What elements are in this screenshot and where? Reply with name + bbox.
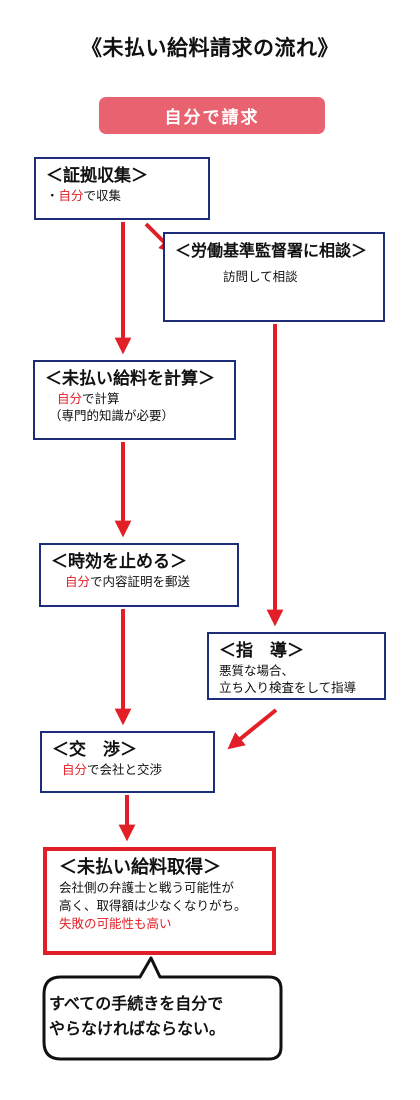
step-heading: ＜証拠収集＞ bbox=[46, 166, 148, 186]
step-obtain-wages: ＜未払い給料取得＞ 会社側の弁護士と戦う可能性が 高く、取得額は少なくなりがち。… bbox=[43, 847, 276, 955]
step-calculate: ＜未払い給料を計算＞ 自分で計算 （専門的知識が必要） bbox=[33, 360, 236, 440]
callout-line: やらなければならない。 bbox=[49, 1019, 226, 1038]
callout-text: すべての手続きを自分で やらなければならない。 bbox=[49, 991, 289, 1041]
step-guidance: ＜指 導＞ 悪質な場合、 立ち入り検査をして指導 bbox=[207, 632, 386, 700]
step-detail: ・自分で収集 bbox=[46, 187, 200, 204]
self-emphasis: 自分 bbox=[58, 188, 84, 203]
step-heading: ＜指 導＞ bbox=[219, 641, 304, 661]
step-collect-evidence: ＜証拠収集＞ ・自分で収集 bbox=[34, 157, 210, 220]
self-claim-badge: 自分で請求 bbox=[99, 97, 325, 134]
step-heading: ＜労働基準監督署に相談＞ bbox=[175, 241, 368, 260]
detail-text: で内容証明を郵送 bbox=[90, 574, 191, 589]
self-emphasis: 自分 bbox=[65, 574, 91, 589]
self-emphasis: 自分 bbox=[57, 391, 83, 406]
page-title: 《未払い給料請求の流れ》 bbox=[81, 36, 339, 60]
step-labor-office: ＜労働基準監督署に相談＞ 訪問して相談 bbox=[163, 232, 385, 322]
step-detail: 高く、取得額は少なくなりがち。 bbox=[59, 898, 247, 913]
step-detail: 自分で内容証明を郵送 bbox=[51, 573, 229, 590]
step-heading: ＜未払い給料取得＞ bbox=[59, 857, 221, 878]
callout-bubble bbox=[42, 956, 283, 1061]
step-heading: ＜交 渉＞ bbox=[52, 740, 137, 760]
callout-line: すべての手続きを自分で bbox=[49, 994, 224, 1013]
self-emphasis: 自分 bbox=[62, 762, 88, 777]
risk-warning: 失敗の可能性も高い bbox=[59, 916, 172, 931]
bullet: ・ bbox=[46, 188, 59, 203]
step-note: （専門的知識が必要） bbox=[49, 408, 175, 423]
step-heading: ＜未払い給料を計算＞ bbox=[45, 369, 215, 389]
step-detail: 会社側の弁護士と戦う可能性が bbox=[59, 880, 235, 895]
step-detail: 悪質な場合、 bbox=[219, 663, 295, 678]
step-detail: 自分で計算 bbox=[45, 390, 226, 407]
step-detail: 自分で会社と交渉 bbox=[52, 761, 205, 778]
step-negotiate: ＜交 渉＞ 自分で会社と交渉 bbox=[40, 731, 215, 793]
detail-text: で会社と交渉 bbox=[87, 762, 163, 777]
detail-text: で計算 bbox=[82, 391, 120, 406]
arrow-guidance-to-negotiate bbox=[227, 708, 278, 750]
detail-text: で収集 bbox=[83, 188, 122, 203]
step-detail: 立ち入り検査をして指導 bbox=[219, 680, 357, 695]
step-heading: ＜時効を止める＞ bbox=[51, 552, 187, 572]
step-stop-limitation: ＜時効を止める＞ 自分で内容証明を郵送 bbox=[39, 543, 239, 607]
step-detail: 訪問して相談 bbox=[223, 269, 298, 284]
